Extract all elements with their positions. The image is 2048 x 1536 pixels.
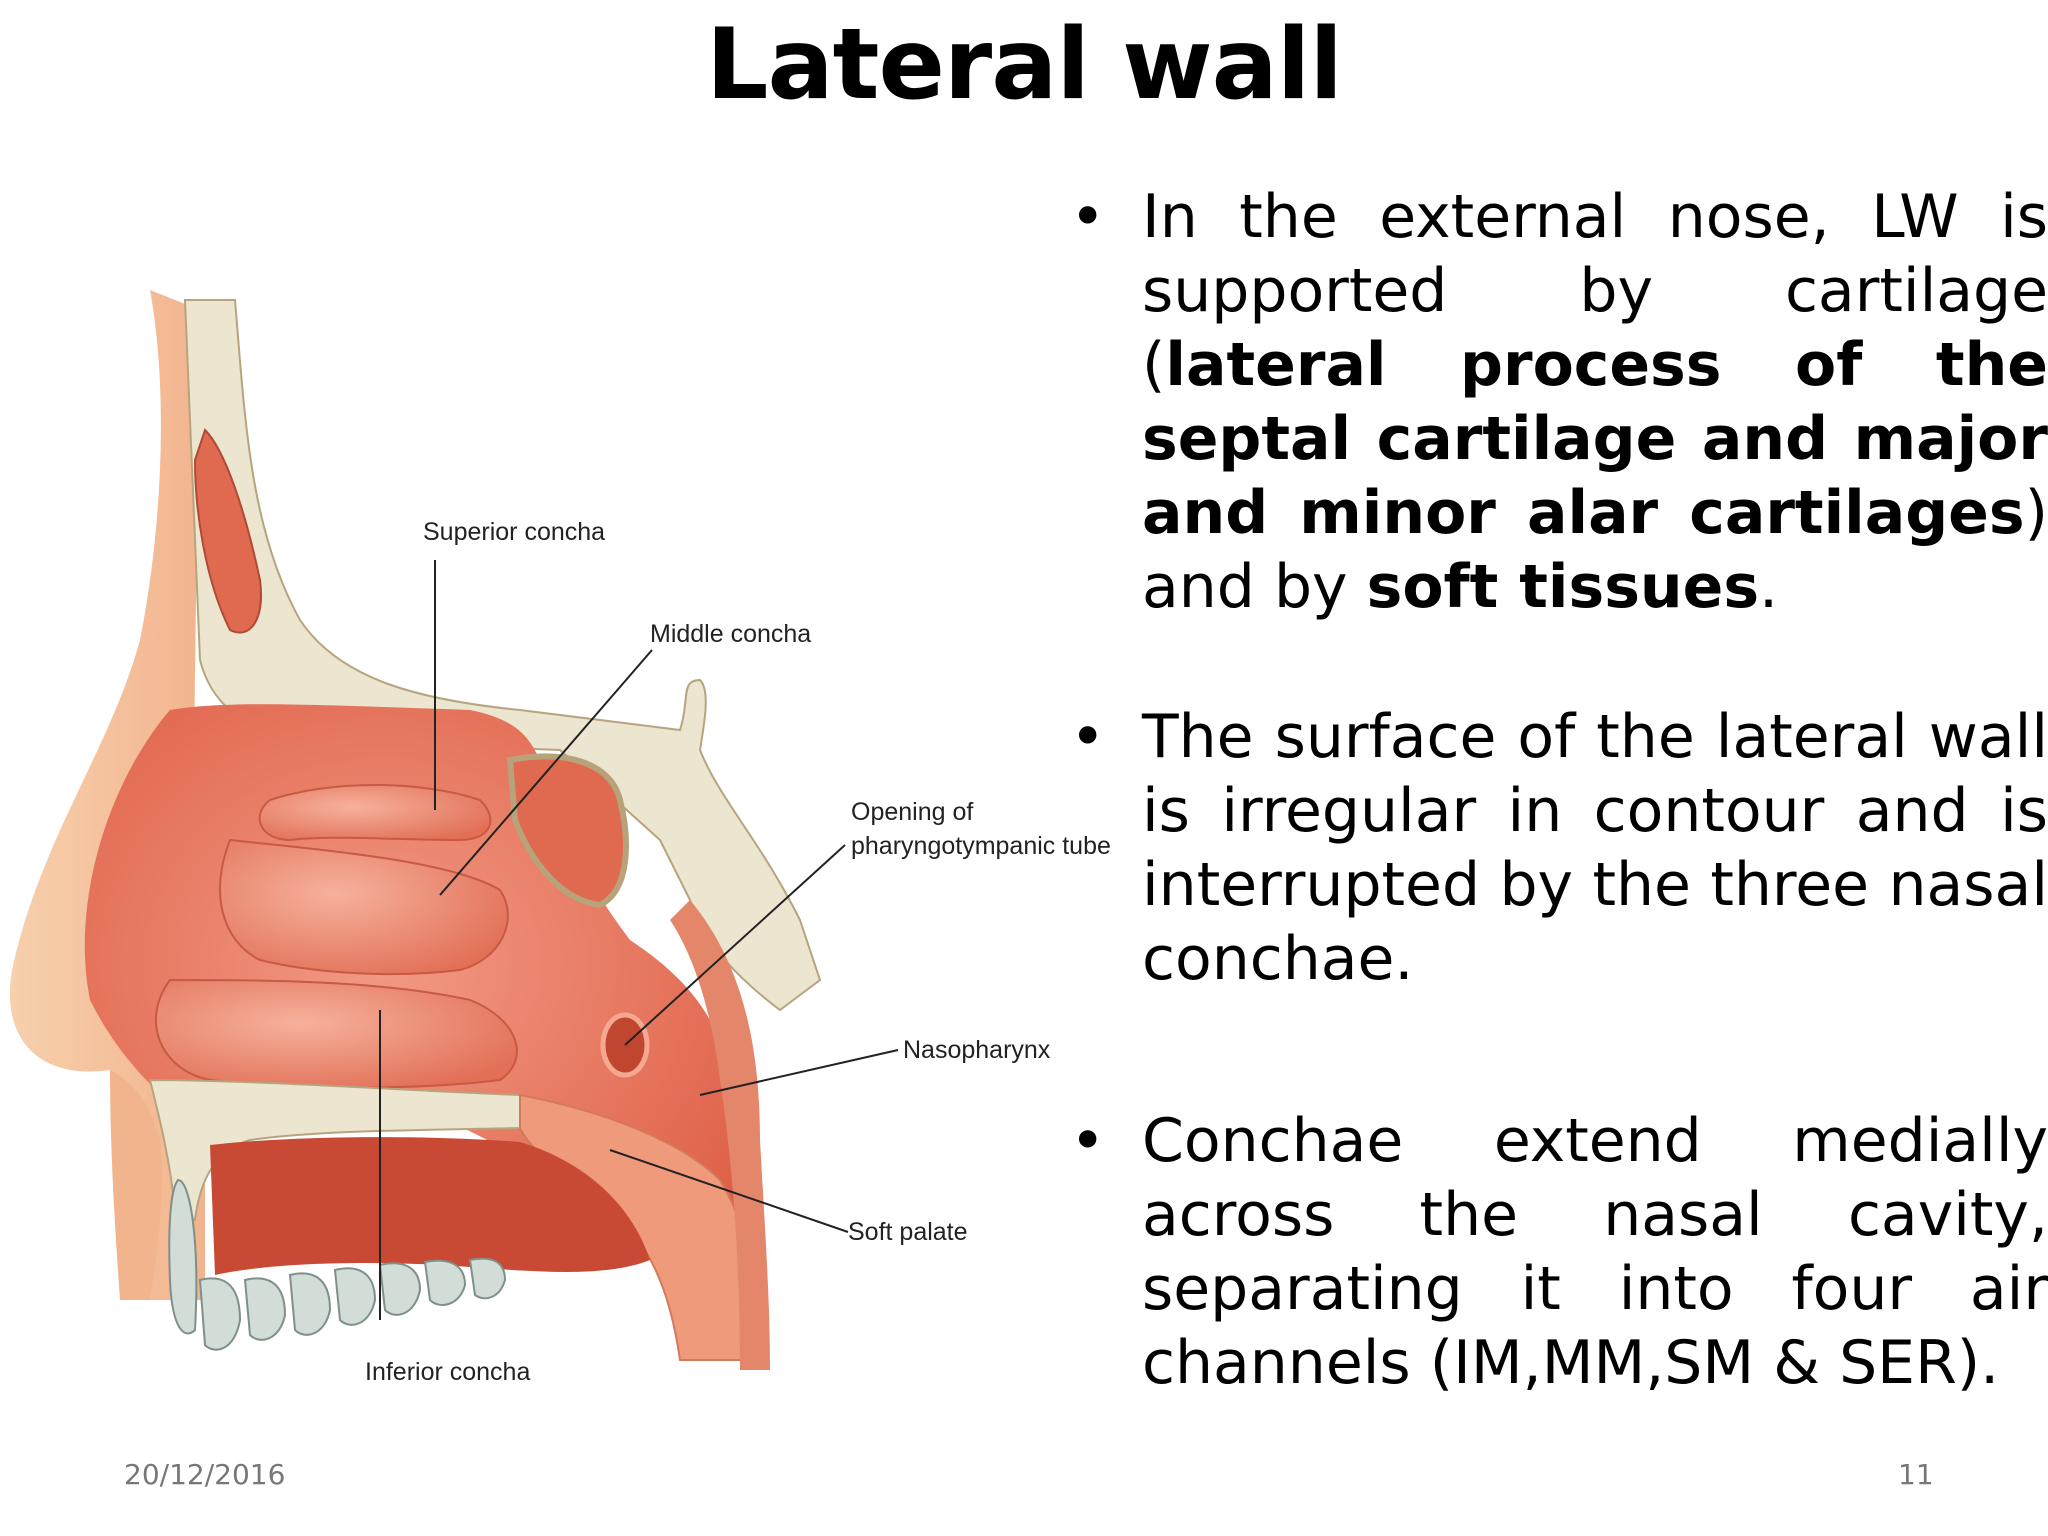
sphenoid-sinus xyxy=(506,753,629,909)
nasal-cavity-lateral-wall-illustration: Superior concha Middle concha Opening of… xyxy=(0,280,1120,1420)
leader-soft-palate xyxy=(609,1149,849,1233)
slide-date: 20/12/2016 xyxy=(124,1458,286,1491)
bullet-item: • The surface of the lateral wall is irr… xyxy=(1062,700,2048,996)
bullet-bold-part: soft tissues xyxy=(1366,552,1760,622)
bullet-bold-part: lateral process of the septal cartilage … xyxy=(1142,330,2048,548)
slide-title: Lateral wall xyxy=(706,8,1343,122)
label-nasopharynx: Nasopharynx xyxy=(903,1036,1051,1064)
bullet-item: • In the external nose, LW is supported … xyxy=(1062,180,2048,624)
pharynx-wall xyxy=(670,900,770,1370)
superior-concha-shape xyxy=(258,784,492,842)
label-opening-line1: Opening of xyxy=(851,798,973,826)
bullet-text-part: In the external nose, LW is supported by… xyxy=(1142,182,2048,400)
anatomy-diagram: Superior concha Middle concha Opening of… xyxy=(9,290,1111,1386)
inferior-concha-shape xyxy=(154,978,518,1089)
middle-concha-shape xyxy=(219,838,509,976)
bullet-list: • In the external nose, LW is supported … xyxy=(1062,180,2048,1400)
frontal-sinus xyxy=(193,428,262,634)
bullet-dot: • xyxy=(1070,182,1106,252)
bullet-text: In the external nose, LW is supported by… xyxy=(1142,182,2048,622)
bullet-text-part: ) and by xyxy=(1142,478,2048,622)
bullet-text: Conchae extend medially across the nasal… xyxy=(1142,1106,2048,1398)
bullet-dot: • xyxy=(1070,702,1106,772)
label-opening-line2: pharyngotympanic tube xyxy=(851,832,1111,860)
oral-cavity xyxy=(210,1137,650,1275)
bullet-text-part: . xyxy=(1759,552,1779,622)
leader-nasopharynx xyxy=(699,1049,899,1096)
bullet-item: • Conchae extend medially across the nas… xyxy=(1062,1104,2048,1400)
slide-page-number: 11 xyxy=(1898,1458,1934,1491)
label-superior-concha: Superior concha xyxy=(423,518,605,546)
label-soft-palate: Soft palate xyxy=(848,1218,968,1246)
leader-middle-concha xyxy=(439,649,653,896)
bullet-dot: • xyxy=(1070,1106,1106,1176)
upper-lip xyxy=(110,1070,162,1300)
leader-opening xyxy=(624,844,846,1046)
teeth xyxy=(168,1178,507,1351)
label-inferior-concha: Inferior concha xyxy=(365,1358,530,1386)
label-middle-concha: Middle concha xyxy=(650,620,811,648)
bullet-text: The surface of the lateral wall is irreg… xyxy=(1142,702,2048,994)
